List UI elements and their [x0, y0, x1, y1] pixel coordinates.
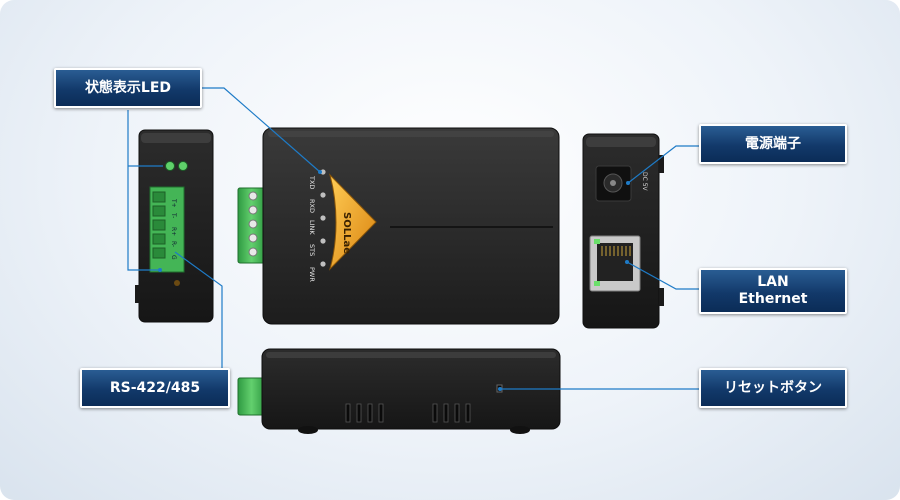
callout-reset-button: リセットボタン: [699, 368, 847, 408]
rear-view-body: [582, 133, 660, 329]
top-led-sts: [320, 238, 326, 244]
front-led-1: [165, 161, 175, 171]
top-led-txd: [320, 169, 326, 175]
led-label-link: LINK: [308, 220, 316, 235]
leader-lines: [127, 87, 699, 390]
side-view: [237, 348, 561, 434]
leader-power: [627, 145, 699, 184]
top-view: SOLLae TXD RXD LINK STS PWR: [237, 127, 560, 325]
leader-led-front: [127, 110, 160, 271]
callout-rs422-485-text: RS-422/485: [109, 379, 201, 396]
led-label-rxd: RXD: [308, 199, 316, 213]
led-label-sts: STS: [308, 244, 316, 256]
leader-rs: [174, 251, 223, 390]
terminal-label: R+: [170, 227, 177, 236]
front-view: T+ T- R+ R- G: [135, 129, 214, 323]
dc-label: DC 5V: [641, 172, 648, 192]
callout-power-terminal: 電源端子: [699, 124, 847, 164]
top-led-rxd: [320, 192, 326, 198]
top-led-link: [320, 215, 326, 221]
front-led-2: [178, 161, 188, 171]
callout-lan-text: LAN: [757, 274, 789, 290]
terminal-label: T+: [170, 198, 177, 208]
terminal-label: R-: [170, 241, 177, 247]
led-label-txd: TXD: [308, 175, 316, 189]
leader-lan: [626, 261, 699, 290]
callout-ethernet-text: Ethernet: [738, 291, 808, 307]
callout-power-terminal-text: 電源端子: [745, 135, 801, 152]
terminal-label: T-: [170, 212, 177, 218]
leader-led-top: [200, 87, 321, 173]
top-view-logo-badge: [329, 173, 377, 271]
top-view-logo: SOLLae: [341, 212, 352, 254]
callout-status-led: 状態表示LED: [54, 68, 202, 108]
top-led-pwr: [320, 261, 326, 267]
callout-reset-button-text: リセットボタン: [724, 379, 822, 396]
callout-status-led-text: 状態表示LED: [84, 79, 172, 96]
led-label-pwr: PWR: [308, 267, 316, 282]
callout-rs422-485: RS-422/485: [80, 368, 230, 408]
terminal-label: G: [170, 255, 177, 260]
callout-lan-ethernet: LAN Ethernet: [699, 268, 847, 314]
side-view-connector: [237, 377, 266, 416]
rear-view: DC 5V: [582, 133, 664, 329]
